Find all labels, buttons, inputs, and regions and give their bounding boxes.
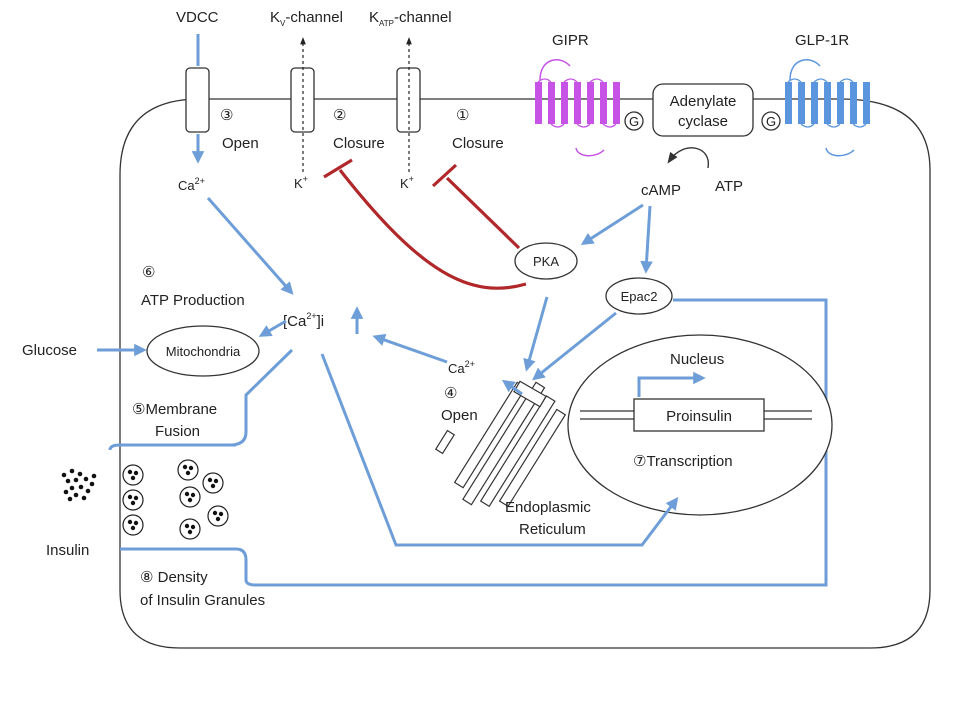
- ca-er-to-cai-arrow: [372, 333, 448, 364]
- k-katp-label: K+: [400, 174, 414, 191]
- cai-to-transcription-arrow: [320, 353, 679, 547]
- step6-label: ATP Production: [141, 292, 245, 309]
- glp1r-label: GLP-1R: [795, 32, 849, 49]
- step4-number: ④: [444, 385, 457, 402]
- step5-label-line2: Fusion: [155, 423, 200, 440]
- released-insulin-dots: [61, 468, 97, 502]
- ca-vdcc-label: Ca2+: [178, 176, 205, 193]
- k-kv-label: K+: [294, 174, 308, 191]
- ca-vdcc-to-cai-arrow: [206, 197, 294, 295]
- camp-label: cAMP: [641, 182, 681, 199]
- cai-label: [Ca2+]i: [283, 311, 324, 330]
- granule-bracket-bottom: [120, 298, 828, 587]
- step8-label-line1: ⑧ Density: [140, 569, 208, 586]
- pka-inhibits-kv-bar: [323, 158, 353, 179]
- glp1r-receptor: [785, 59, 870, 157]
- step3-number: ③: [220, 107, 233, 124]
- vdcc-channel: [185, 67, 210, 133]
- insulin-granules: [122, 459, 229, 540]
- step3-label: Open: [222, 135, 259, 152]
- step2-label: Closure: [333, 135, 385, 152]
- step1-number: ①: [456, 107, 469, 124]
- step4-label: Open: [441, 407, 478, 424]
- adenylate-cyclase-box: [652, 83, 754, 137]
- pka-inhibits-katp-line: [445, 176, 521, 250]
- cell-membrane: [119, 98, 931, 649]
- camp-to-epac2-arrow: [640, 205, 653, 274]
- pka-inhibits-kv-line: [338, 169, 527, 290]
- step1-label: Closure: [452, 135, 504, 152]
- vdcc-label: VDCC: [176, 9, 219, 26]
- er-label-line1: Endoplasmic: [505, 499, 591, 516]
- pka-inhibits-katp-bar: [431, 163, 458, 188]
- pka-node: [514, 242, 578, 280]
- step8-label-line2: of Insulin Granules: [140, 592, 265, 609]
- step6-number: ⑥: [142, 264, 155, 281]
- epac2-node: [605, 277, 673, 315]
- camp-to-pka-arrow: [580, 203, 644, 246]
- proinsulin-gene-box: [633, 398, 765, 432]
- katp-channel-label: KATP-channel: [369, 9, 452, 28]
- g-protein-left: [624, 111, 644, 131]
- step7-label: ⑦Transcription: [633, 453, 733, 470]
- g-protein-left-label: G: [629, 114, 639, 129]
- ca-er-label: Ca2+: [448, 359, 475, 376]
- adenylate-cyclase-label-line1: Adenylate: [670, 93, 737, 110]
- mitochondria-label: Mitochondria: [166, 344, 241, 359]
- atp-to-camp-curved-arrow: [667, 147, 709, 169]
- endoplasmic-reticulum: [434, 380, 567, 508]
- epac2-label: Epac2: [621, 289, 658, 304]
- cai-to-mitochondria-arrow: [258, 319, 287, 337]
- atp-label: ATP: [715, 178, 743, 195]
- pka-to-er-arrow: [523, 296, 549, 372]
- transcription-start-arrow: [637, 371, 706, 397]
- g-protein-right-label: G: [766, 114, 776, 129]
- adenylate-cyclase-label-line2: cyclase: [678, 113, 728, 130]
- insulin-label: Insulin: [46, 542, 89, 559]
- pka-label: PKA: [533, 254, 559, 269]
- er-label-line2: Reticulum: [519, 521, 586, 538]
- step2-number: ②: [333, 107, 346, 124]
- epac2-to-er-arrow: [532, 311, 617, 381]
- g-protein-right: [761, 111, 781, 131]
- glucose-label: Glucose: [22, 342, 77, 359]
- step5-label-line1: ⑤Membrane: [132, 401, 217, 418]
- gipr-label: GIPR: [552, 32, 589, 49]
- nucleus-label: Nucleus: [670, 351, 724, 368]
- kv-channel-label: KV-channel: [270, 9, 343, 28]
- proinsulin-label: Proinsulin: [666, 408, 732, 425]
- gipr-receptor: [535, 59, 620, 157]
- er-ca-release-arrow: [501, 379, 523, 396]
- mitochondria: [146, 325, 260, 377]
